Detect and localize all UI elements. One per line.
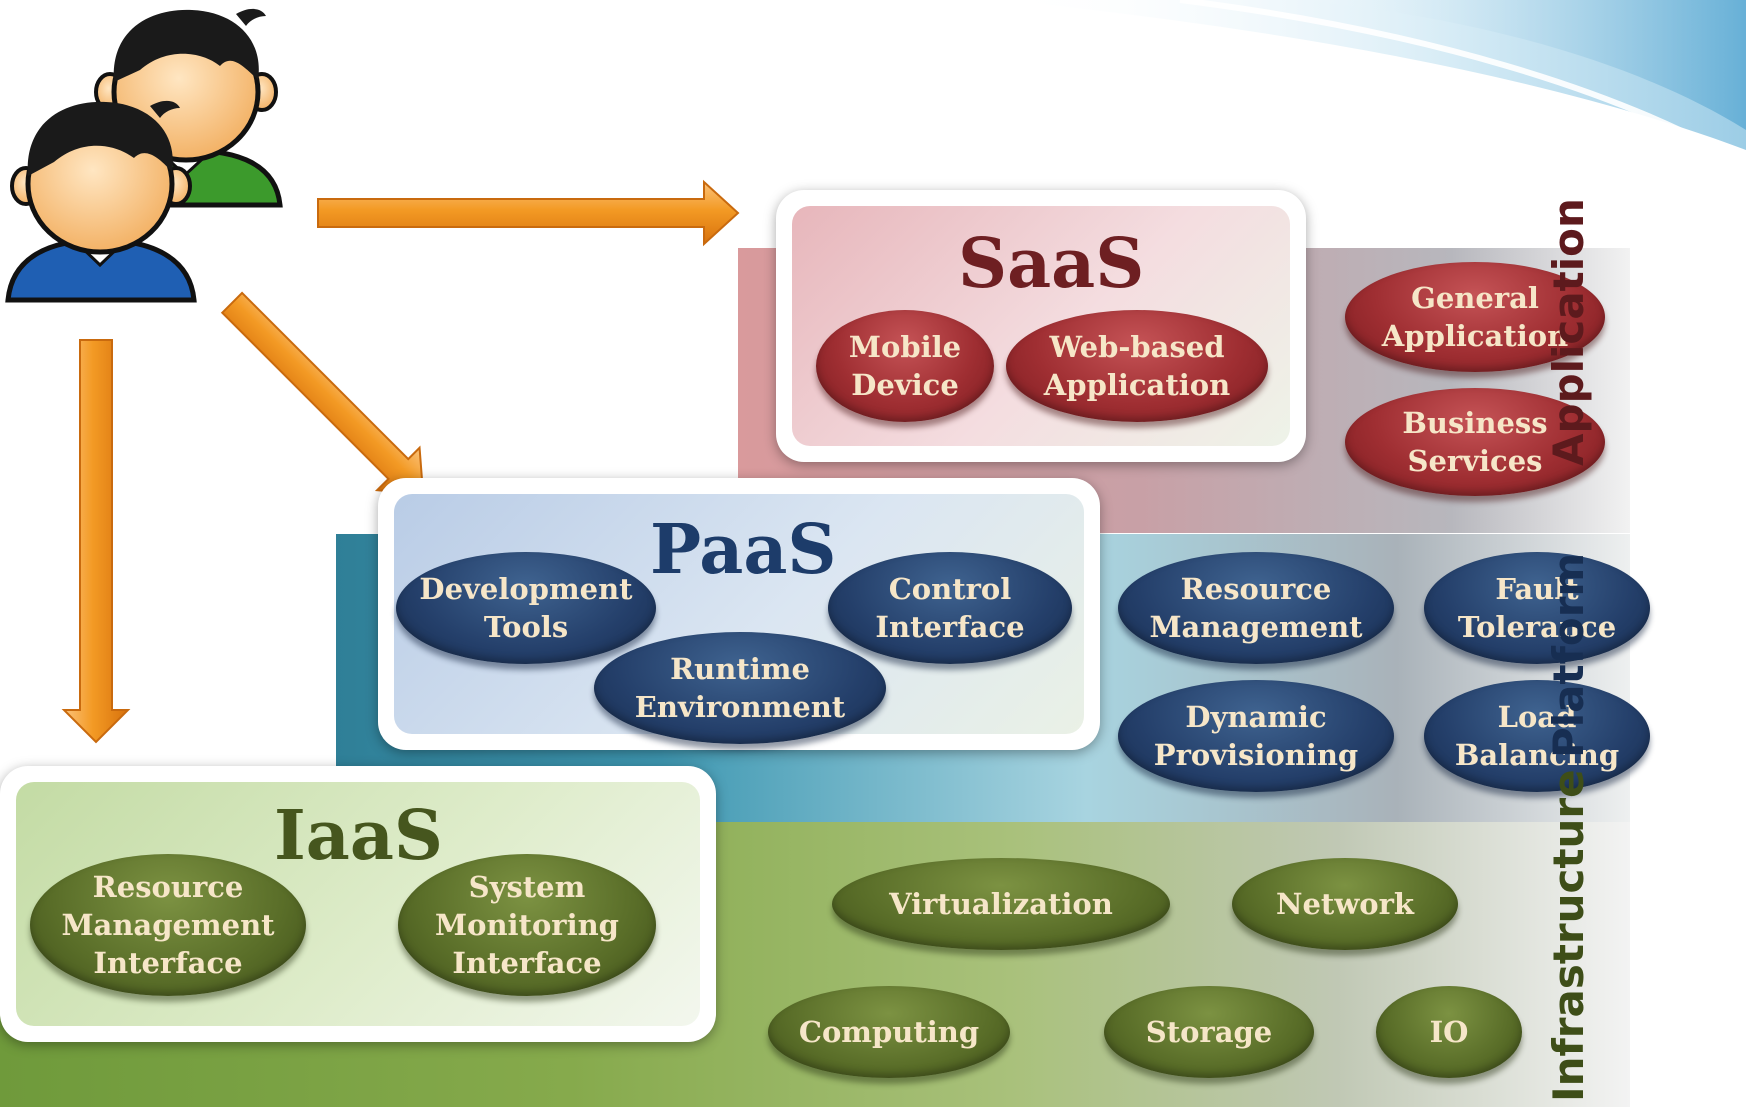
- iaas-title: IaaS: [274, 796, 444, 876]
- flow-arrows: [61, 179, 740, 744]
- saas-item-mobile-device: Mobile Device: [816, 310, 994, 422]
- paas-item-runtime-environment: Runtime Environment: [594, 632, 886, 744]
- users-icon: [5, 8, 283, 303]
- platform-service-dynamic-provisioning: Dynamic Provisioning: [1118, 680, 1394, 792]
- app-service-general-application: General Application: [1345, 262, 1605, 372]
- paas-item-development-tools: Development Tools: [396, 552, 656, 664]
- layer-label-infrastructure: Infrastructure: [1544, 769, 1593, 1102]
- platform-service-load-balancing: Load Balancing: [1424, 680, 1650, 792]
- paas-title: PaaS: [650, 510, 837, 590]
- arrow-down-icon: [61, 339, 131, 744]
- iaas-item-system-monitoring-interface: System Monitoring Interface: [398, 854, 656, 996]
- arrow-right-icon: [317, 179, 740, 247]
- infra-service-io: IO: [1376, 986, 1522, 1078]
- platform-service-fault-tolerance: Fault Tolerance: [1424, 552, 1650, 664]
- layer-label-platform: Platform: [1544, 552, 1593, 758]
- infra-service-computing: Computing: [768, 986, 1010, 1078]
- iaas-item-resource-management-interface: Resource Management Interface: [30, 854, 306, 996]
- app-service-business-services: Business Services: [1345, 388, 1605, 496]
- infra-service-virtualization: Virtualization: [832, 858, 1170, 950]
- infra-service-storage: Storage: [1104, 986, 1314, 1078]
- saas-title: SaaS: [958, 224, 1145, 304]
- paas-item-control-interface: Control Interface: [828, 552, 1072, 664]
- platform-service-resource-management: Resource Management: [1118, 552, 1394, 664]
- layer-label-application: Application: [1544, 198, 1593, 466]
- infra-service-network: Network: [1232, 858, 1458, 950]
- saas-item-web-based-application: Web-based Application: [1006, 310, 1268, 422]
